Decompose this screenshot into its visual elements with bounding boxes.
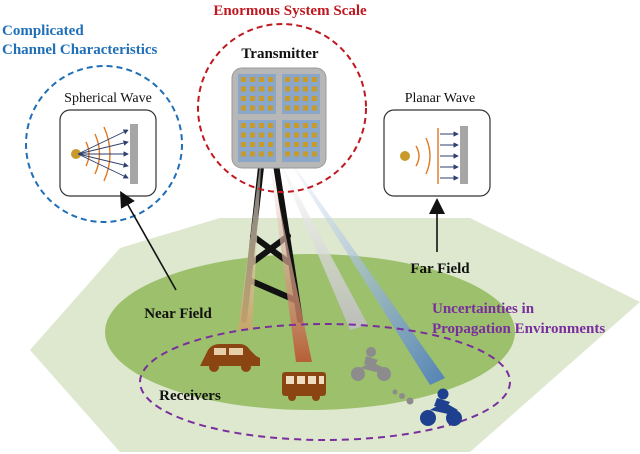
antenna-patch [250,105,255,111]
antenna-patch [259,132,264,138]
antenna-patch [312,132,317,138]
antenna-patch [294,123,299,128]
uncertainties-label-1: Uncertainties in [432,301,535,317]
channel-characteristics-label-1: Complicated [2,23,84,39]
antenna-patch [268,86,273,92]
antenna-patch [259,77,264,82]
uncertainties-label-2: Propagation Environments [432,321,605,337]
antenna-patch [259,123,264,128]
point-source-icon [400,151,410,161]
antenna-patch [259,151,264,157]
antenna-patch [259,142,264,147]
far-field-label: Far Field [410,261,470,277]
system-scale-label: Enormous System Scale [213,3,367,19]
beam-bus [268,150,312,362]
antenna-patch [268,142,273,147]
antenna-patch [303,132,308,138]
near-field-arrow [120,191,177,291]
antenna-patch [294,86,299,92]
beam-motorcycle-gray [272,146,368,330]
uncertainties-region [139,323,511,441]
antenna-patch [294,77,299,82]
antenna-patch [268,132,273,138]
antenna-patch [294,132,299,138]
antenna-patch [285,123,290,128]
antenna-patch [241,142,246,147]
antenna-patch [285,151,290,157]
antenna-patch [312,142,317,147]
antenna-patch [294,105,299,111]
antenna-patch [268,123,273,128]
antenna-patch [268,77,273,82]
antenna-patch [268,105,273,111]
antenna-patch [285,77,290,82]
antenna-patch [241,151,246,157]
antenna-patch [241,77,246,82]
antenna-patch [285,142,290,147]
bus-icon [282,372,326,401]
antenna-patch [241,86,246,92]
channel-characteristics-label-2: Channel Characteristics [2,42,158,58]
transmitter-label: Transmitter [241,46,319,62]
planar-wave-box [383,109,491,197]
point-source-icon [71,149,81,159]
antenna-patch [294,96,299,101]
spherical-wave-box [59,109,157,197]
receiver-array-icon [130,124,138,184]
receiver-array-icon [460,126,468,184]
system-scale-circle [197,23,367,193]
beam-motorcycle-blue [276,140,445,385]
antenna-array-icon [231,67,327,169]
antenna-patch [312,96,317,101]
antenna-patch [312,77,317,82]
antenna-patch [250,151,255,157]
channel-characteristics-circle [25,65,183,223]
antenna-patch [241,132,246,138]
antenna-patch [250,96,255,101]
beams [238,140,445,385]
receivers-label: Receivers [159,388,221,404]
beam-car [238,150,262,330]
antenna-patch [259,86,264,92]
antenna-patch [241,123,246,128]
antenna-patch [303,151,308,157]
antenna-patch [294,142,299,147]
near-field-region [105,254,515,410]
antenna-patch [303,105,308,111]
motorcycle-icon [351,347,414,405]
near-field-label: Near Field [144,306,212,322]
antenna-patch [303,142,308,147]
antenna-patch [303,123,308,128]
antenna-patch [241,96,246,101]
antenna-patch [250,86,255,92]
antenna-patch [303,96,308,101]
antenna-patch [268,151,273,157]
antenna-patch [285,96,290,101]
antenna-patch [303,77,308,82]
antenna-patch [268,96,273,101]
antenna-patch [241,105,246,111]
spherical-wave-label: Spherical Wave [64,91,152,106]
antenna-patch [312,123,317,128]
antenna-patch [294,151,299,157]
antenna-patch [285,86,290,92]
antenna-patch [312,86,317,92]
antenna-patch [250,77,255,82]
motorcycle-icon [420,388,462,426]
antenna-patch [312,105,317,111]
antenna-patch [285,132,290,138]
antenna-patch [259,105,264,111]
antenna-patch [250,142,255,147]
antenna-patch [285,105,290,111]
antenna-patch [250,132,255,138]
car-icon [200,344,260,372]
antenna-patch [303,86,308,92]
antenna-patch [312,151,317,157]
antenna-patch [259,96,264,101]
antenna-patch [250,123,255,128]
planar-wave-label: Planar Wave [405,91,476,106]
